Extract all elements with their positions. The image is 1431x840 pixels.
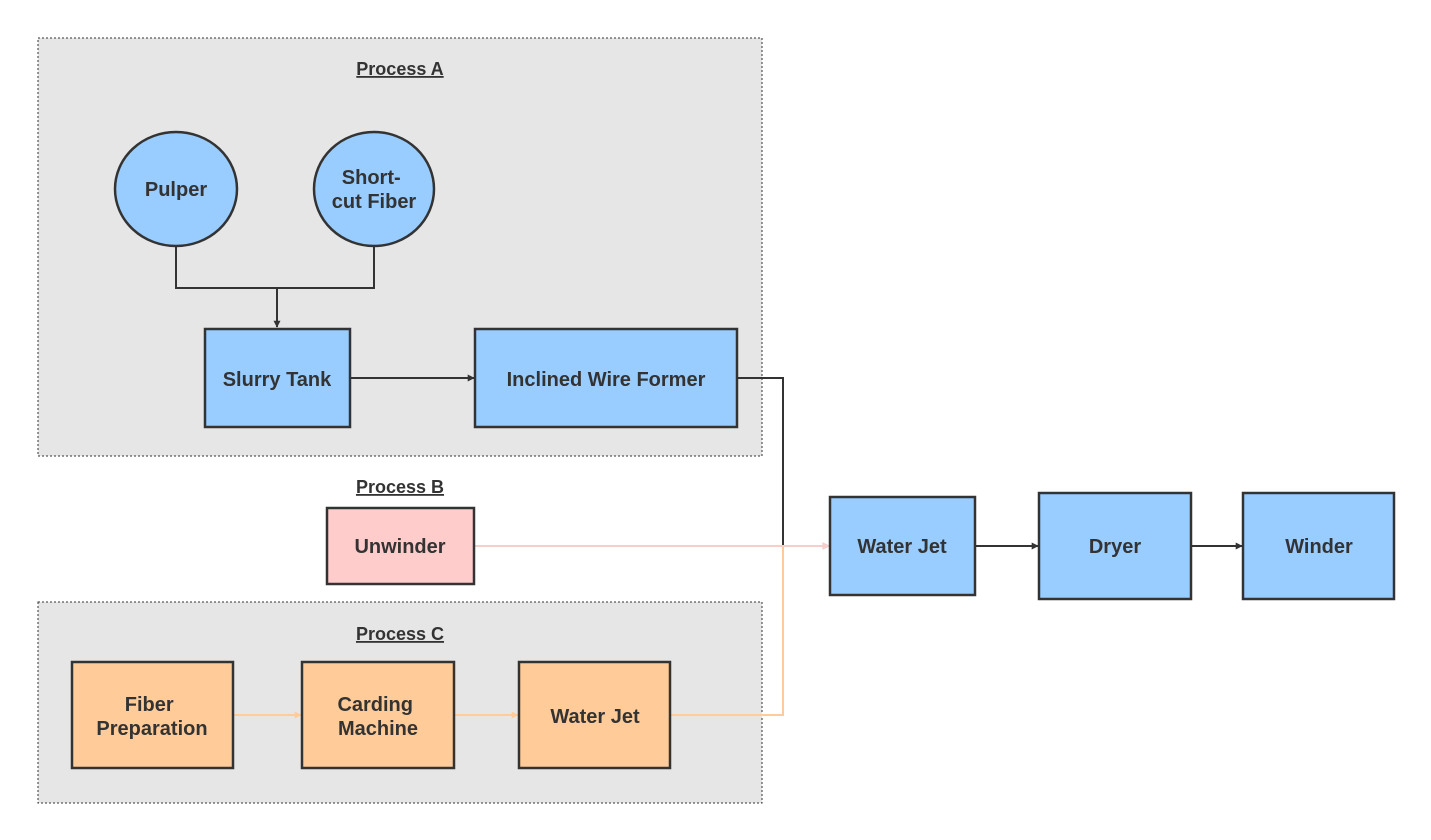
water-jet-c-node	[517, 660, 672, 770]
carding-machine-node	[300, 660, 456, 770]
short-cut-fiber-node	[312, 130, 436, 248]
unwinder-label: Unwinder	[354, 536, 445, 558]
short-cut-fiber-label: Short- cut Fiber	[332, 167, 417, 213]
edge-pulper-to-slurry-tank	[175, 247, 281, 328]
inclined-wire-former-node	[473, 327, 739, 429]
pulper-label: Pulper	[145, 179, 207, 201]
winder-label: Winder	[1285, 536, 1353, 558]
process-a-title: Process A	[356, 59, 443, 79]
dryer-node	[1037, 491, 1193, 601]
fiber-preparation-label: Fiber Preparation	[96, 694, 207, 740]
inclined-wire-former-label: Inclined Wire Former	[507, 369, 706, 391]
process-c-title: Process C	[356, 624, 444, 644]
dryer-label: Dryer	[1089, 536, 1141, 558]
process-b-title: Process B	[356, 477, 444, 497]
unwinder-node	[325, 506, 476, 586]
water-jet-node	[828, 495, 977, 597]
fiber-preparation-label-line-1: Fiber	[125, 694, 174, 716]
water-jet-label: Water Jet	[857, 536, 947, 558]
slurry-tank-node	[203, 327, 352, 429]
carding-machine-label-line-2: Machine	[338, 718, 418, 740]
slurry-tank-label: Slurry Tank	[223, 369, 332, 391]
water-jet-c-label: Water Jet	[550, 706, 640, 728]
winder-node	[1241, 491, 1396, 601]
fiber-preparation-node	[70, 660, 235, 770]
pulper-node	[113, 130, 239, 248]
carding-machine-label-line-1: Carding	[337, 694, 413, 716]
short-cut-fiber-label-line-1: Short-	[342, 167, 401, 189]
fiber-preparation-label-line-2: Preparation	[96, 718, 207, 740]
short-cut-fiber-label-line-2: cut Fiber	[332, 191, 417, 213]
edge-short-cut-fiber-to-slurry-tank	[277, 247, 375, 289]
carding-machine-label: Carding Machine	[337, 694, 418, 740]
